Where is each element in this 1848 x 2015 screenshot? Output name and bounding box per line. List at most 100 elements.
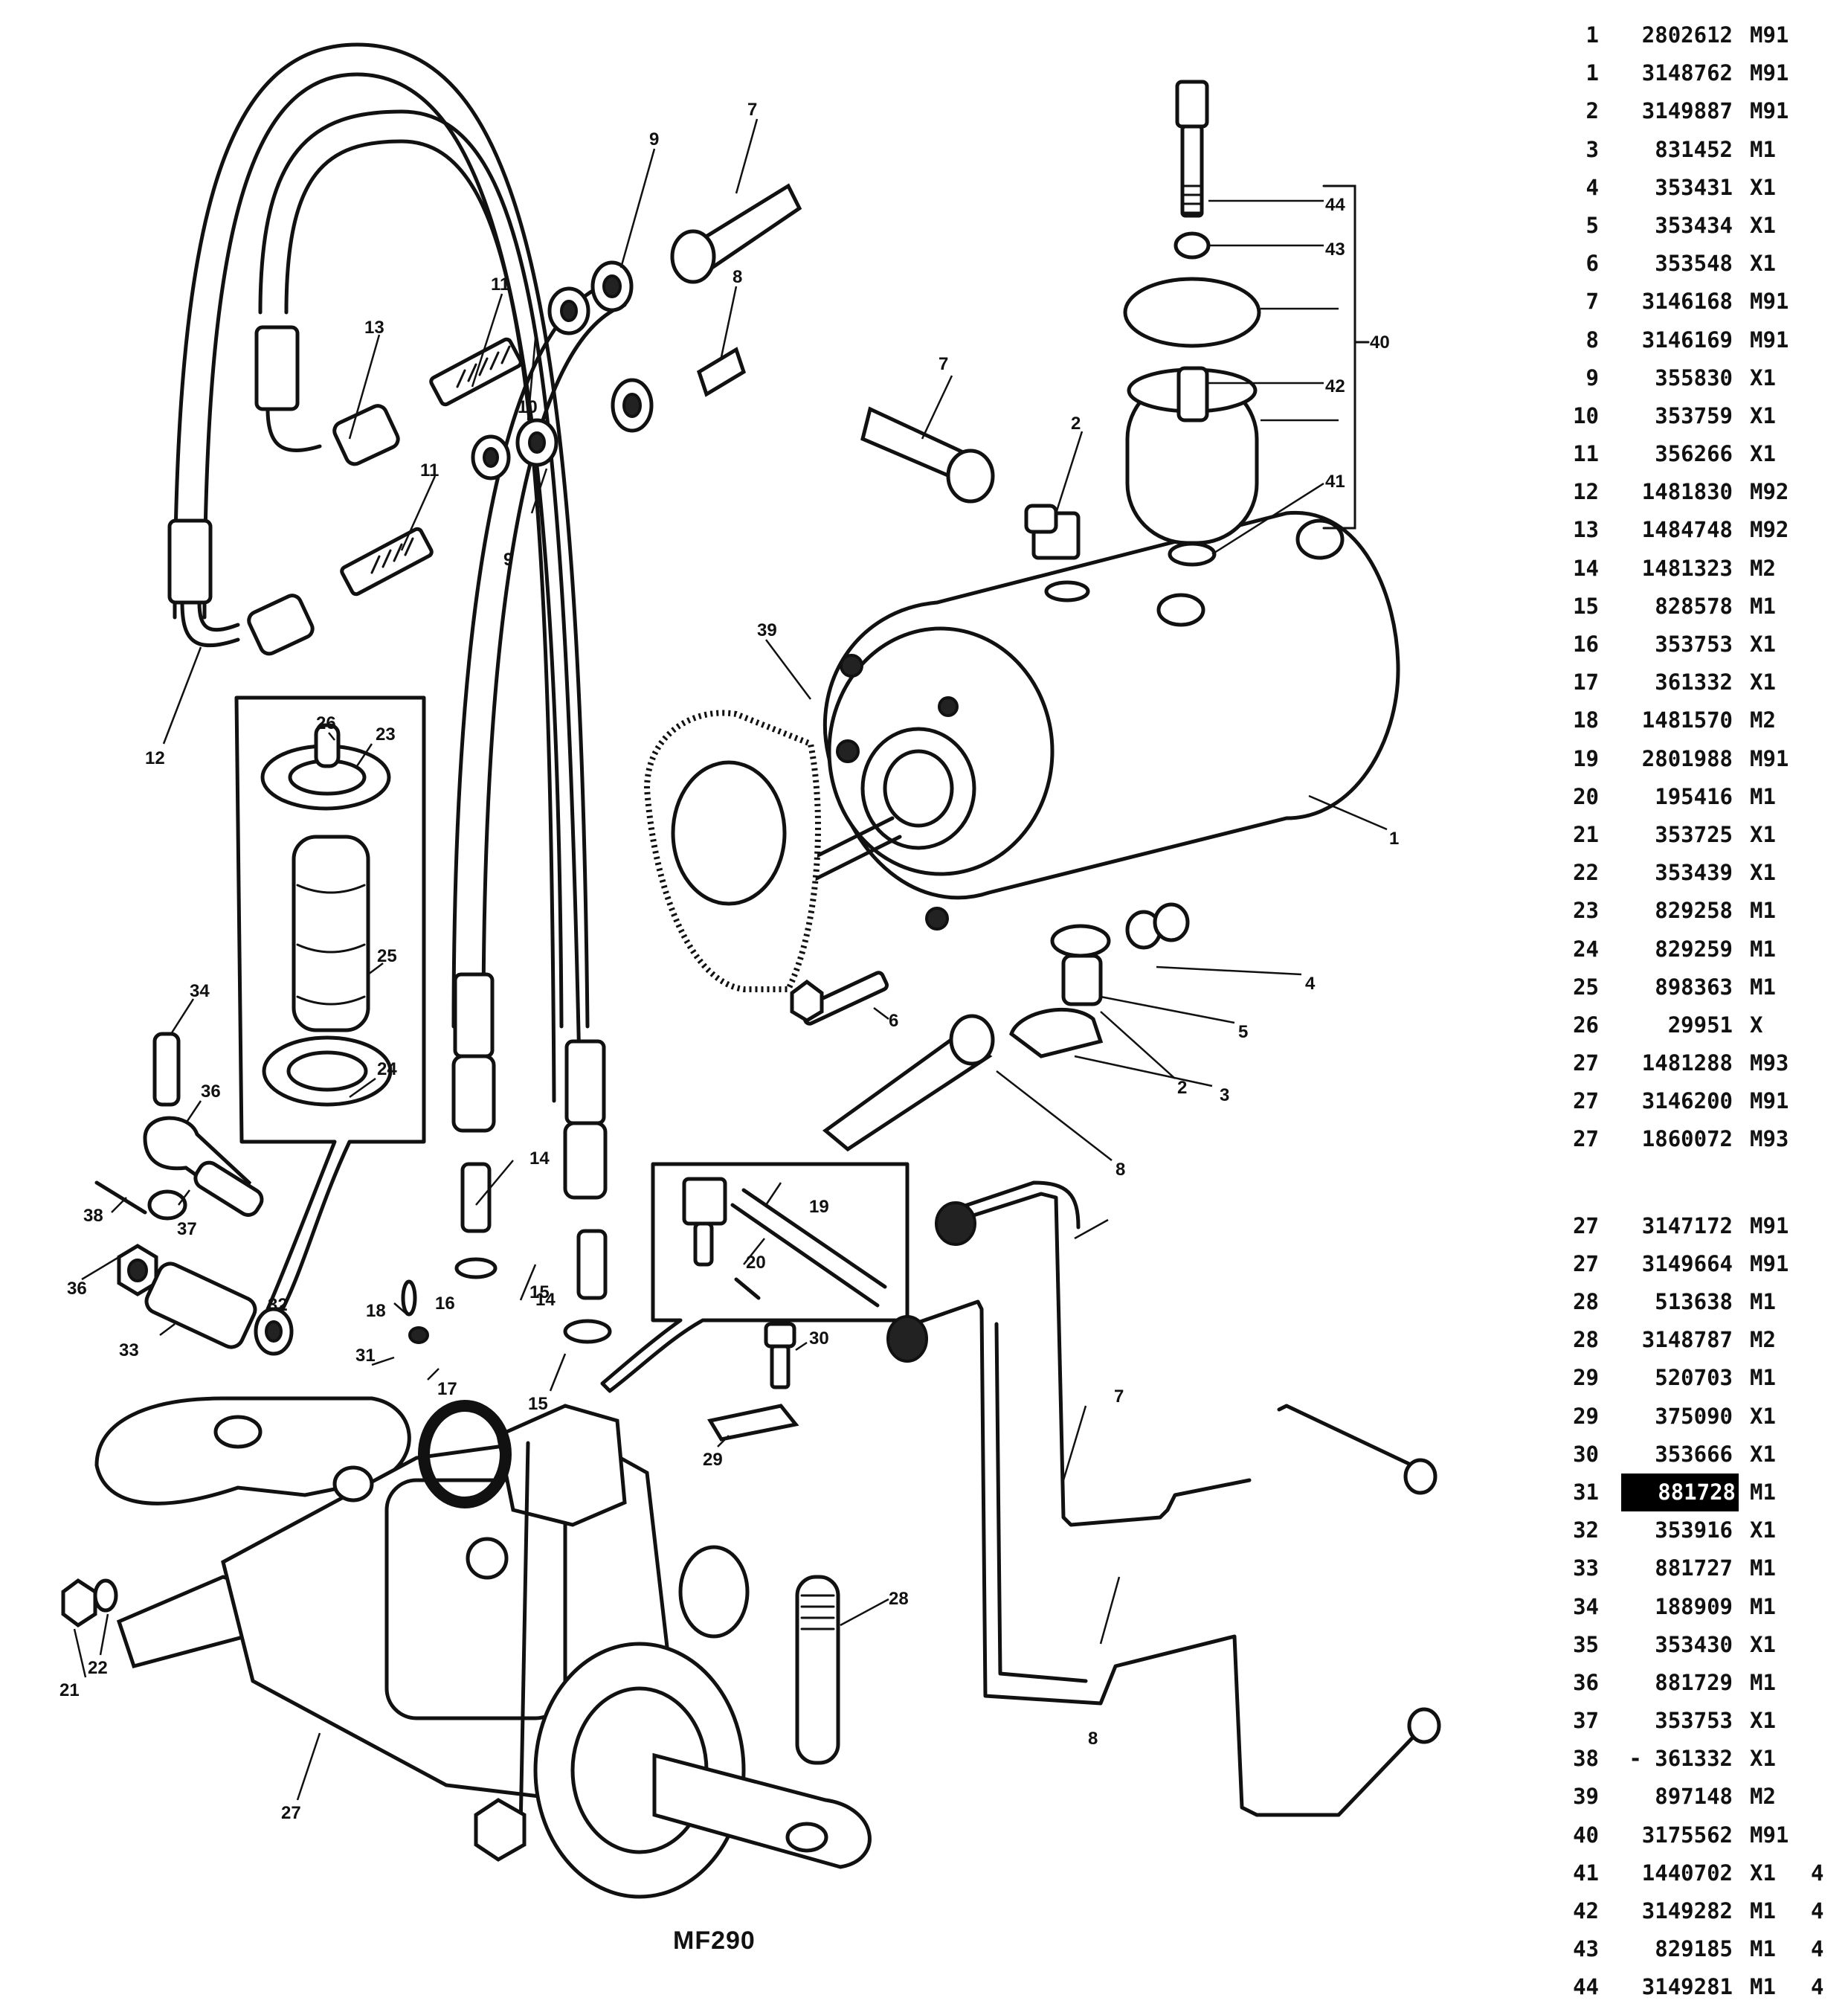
part-number: 353753: [1655, 1708, 1733, 1734]
part-number: 520703: [1655, 1365, 1733, 1391]
part-ref-number: 37: [1573, 1708, 1599, 1734]
part-number: 513638: [1655, 1289, 1733, 1314]
callout-40: 40: [1370, 332, 1390, 353]
part-code: X1: [1750, 669, 1776, 695]
part-ref-number: 5: [1585, 212, 1599, 238]
callout-3: 3: [1220, 1085, 1229, 1105]
hydraulic-pump-unit: [786, 510, 1400, 931]
part-ref-number: 10: [1573, 402, 1599, 428]
parts-list-gap: [1517, 1159, 1844, 1207]
part-ref-number: 22: [1573, 860, 1599, 886]
part-mark: 4: [1811, 1974, 1824, 2000]
callout-26: 26: [316, 713, 336, 733]
part-ref-number: 42: [1573, 1898, 1599, 1924]
part-code: X1: [1750, 212, 1776, 238]
part-ref-number: 4: [1585, 174, 1599, 200]
part-number: 3146168: [1641, 289, 1733, 315]
part-code: X1: [1750, 1441, 1776, 1467]
part-code: X1: [1750, 174, 1776, 200]
part-ref-number: 27: [1573, 1250, 1599, 1276]
callout-33: 33: [119, 1340, 139, 1360]
part-code: M1: [1750, 1365, 1776, 1391]
part-code: M91: [1750, 745, 1789, 771]
callout-7: 7: [747, 100, 757, 120]
part-ref-number: 3: [1585, 136, 1599, 162]
pump-fittings-2-8: [790, 406, 1190, 1152]
part-ref-number: 36: [1573, 1669, 1599, 1695]
link-pin-and-ball-joint: [94, 1032, 294, 1356]
part-code: X1: [1750, 1860, 1776, 1886]
part-code: M1: [1750, 1974, 1776, 2000]
part-number: 1481570: [1641, 707, 1733, 733]
part-ref-number: 2: [1585, 98, 1599, 124]
part-number: 29951: [1667, 1012, 1733, 1038]
callout-8: 8: [1088, 1729, 1098, 1749]
part-number: - 361332: [1629, 1746, 1733, 1772]
part-code: M91: [1750, 98, 1789, 124]
part-number: 361332: [1655, 669, 1733, 695]
part-number: 195416: [1655, 783, 1733, 809]
part-number: 881729: [1655, 1669, 1733, 1695]
part-code: X: [1750, 1012, 1763, 1038]
part-code: M91: [1750, 22, 1789, 48]
callout-32: 32: [268, 1295, 288, 1315]
model-caption: MF290: [673, 1926, 756, 1955]
part-number: 3175562: [1641, 1822, 1733, 1848]
part-code: M1: [1750, 783, 1776, 809]
part-code: M91: [1750, 1822, 1789, 1848]
part-number: 353916: [1655, 1517, 1733, 1543]
part-number: 1481288: [1641, 1050, 1733, 1076]
hose-fittings-14-15: [401, 972, 612, 1344]
callout-25: 25: [377, 946, 397, 966]
lift-cylinder-27: [61, 1396, 872, 1899]
callout-43: 43: [1325, 240, 1345, 260]
part-ref-number: 44: [1573, 1974, 1599, 2000]
part-code: X1: [1750, 1708, 1776, 1734]
part-code: M2: [1750, 1784, 1776, 1810]
callout-9: 9: [649, 129, 659, 150]
parts-list-row: 37 353753 X1: [1517, 1702, 1844, 1740]
inset-box-control-rod: [600, 1162, 909, 1393]
callout-37: 37: [177, 1219, 197, 1239]
part-number: 3149281: [1641, 1974, 1733, 2000]
part-number: 1860072: [1641, 1126, 1733, 1152]
callout-14: 14: [529, 1148, 550, 1169]
callout-10: 10: [518, 397, 538, 417]
part-ref-number: 1: [1585, 22, 1599, 48]
part-code: M1: [1750, 1555, 1776, 1581]
part-number: 829258: [1655, 898, 1733, 924]
part-mark: 4: [1811, 1860, 1824, 1886]
part-number: 353759: [1655, 402, 1733, 428]
part-ref-number: 23: [1573, 898, 1599, 924]
part-code: M1: [1750, 1289, 1776, 1314]
part-ref-number: 33: [1573, 1555, 1599, 1581]
callout-21: 21: [59, 1680, 80, 1700]
part-code: X1: [1750, 441, 1776, 467]
part-ref-number: 31: [1573, 1479, 1599, 1505]
part-ref-number: 11: [1573, 441, 1599, 467]
part-code: M91: [1750, 1212, 1789, 1238]
part-ref-number: 39: [1573, 1784, 1599, 1810]
part-number: 2802612: [1641, 22, 1733, 48]
callout-9: 9: [503, 550, 513, 570]
part-ref-number: 15: [1573, 593, 1599, 619]
part-code: X1: [1750, 251, 1776, 277]
callout-5: 5: [1238, 1022, 1248, 1042]
callout-17: 17: [437, 1379, 457, 1399]
part-ref-number: 18: [1573, 707, 1599, 733]
part-ref-number: 25: [1573, 974, 1599, 1000]
